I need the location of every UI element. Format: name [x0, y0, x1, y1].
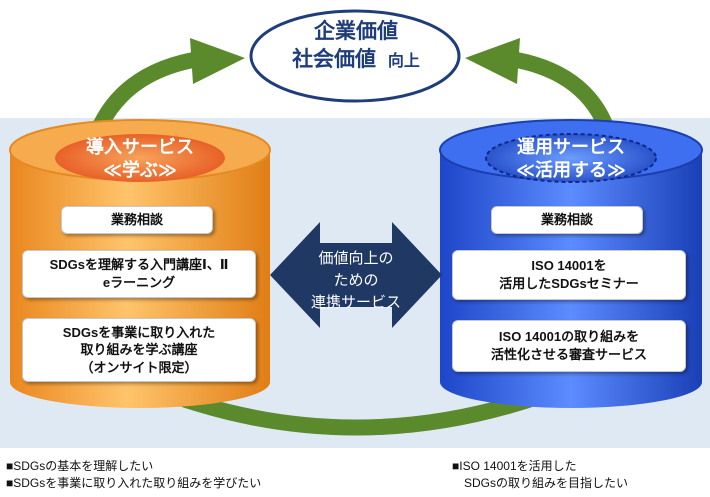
right-bullet-2: SDGsの取り組みを目指したい [464, 476, 629, 491]
left-cylinder-title-ellipse [55, 134, 225, 182]
center-arrow-text: 価値向上の ための 連携サービス [296, 248, 416, 313]
right-cylinder-title: 運用サービス ≪活用する≫ [486, 136, 656, 181]
right-up-arrowhead [465, 38, 520, 84]
left-box2-line1: SDGsを理解する入門講座Ⅰ、Ⅱ [49, 257, 229, 273]
goal-line1: 企業価値 [314, 20, 398, 43]
left-service-box-intro-course: SDGsを理解する入門講座Ⅰ、Ⅱ eラーニング [22, 250, 256, 298]
goal-ellipse [249, 9, 461, 103]
goal-suffix: 向上 [387, 53, 420, 71]
right-service-box-audit: ISO 14001の取り組みを 活性化させる審査サービス [452, 320, 686, 372]
center-line3: 連携サービス [310, 293, 401, 311]
right-service-box-consult: 業務相談 [491, 206, 643, 234]
right-title-line2: ≪活用する≫ [516, 159, 626, 180]
left-bullet-list: ■SDGsの基本を理解したい ■SDGsを事業に取り入れた取り組みを学びたい [6, 458, 261, 493]
left-service-box-onsite-course: SDGsを事業に取り入れた 取り組みを学ぶ講座 （オンサイト限定） [22, 318, 256, 382]
right-service-box-seminar: ISO 14001を 活用したSDGsセミナー [452, 250, 686, 300]
right-box3-line2: 活性化させる審査サービス [490, 347, 647, 362]
center-line2: ための [333, 271, 379, 289]
left-box1-line1: 業務相談 [110, 212, 163, 228]
left-box2-line2: eラーニング [102, 275, 176, 290]
right-box3-line1: ISO 14001の取り組みを [498, 329, 640, 345]
right-box1-line1: 業務相談 [540, 212, 593, 228]
right-cylinder-title-ellipse [485, 133, 657, 183]
center-line1: 価値向上の [318, 250, 394, 267]
goal-line2: 社会価値 [292, 48, 377, 72]
right-title-line1: 運用サービス [517, 137, 625, 157]
left-box3-line2: 取り組みを学ぶ講座 [80, 342, 198, 358]
left-bullet-1: ■SDGsの基本を理解したい [6, 459, 154, 473]
left-box3-line3: （オンサイト限定） [80, 359, 198, 375]
right-box2-line2: 活用したSDGsセミナー [499, 276, 639, 291]
left-title-line2: ≪学ぶ≫ [103, 159, 177, 180]
left-bullet-2: ■SDGsを事業に取り入れた取り組みを学びたい [6, 476, 262, 491]
left-service-box-consult: 業務相談 [61, 206, 213, 234]
left-box3-line1: SDGsを事業に取り入れた [62, 324, 216, 340]
right-bullet-1: ■ISO 14001を活用した [452, 459, 577, 473]
left-up-arrowhead [190, 38, 245, 84]
left-cylinder-title: 導入サービス ≪学ぶ≫ [55, 136, 225, 181]
right-box2-line1: ISO 14001を [531, 258, 607, 274]
right-bullet-list: ■ISO 14001を活用した SDGsの取り組みを目指したい [452, 458, 628, 493]
left-title-line1: 導入サービス [86, 137, 194, 157]
center-double-arrow [270, 222, 442, 328]
goal-text: 企業価値 社会価値 向上 [251, 18, 461, 75]
